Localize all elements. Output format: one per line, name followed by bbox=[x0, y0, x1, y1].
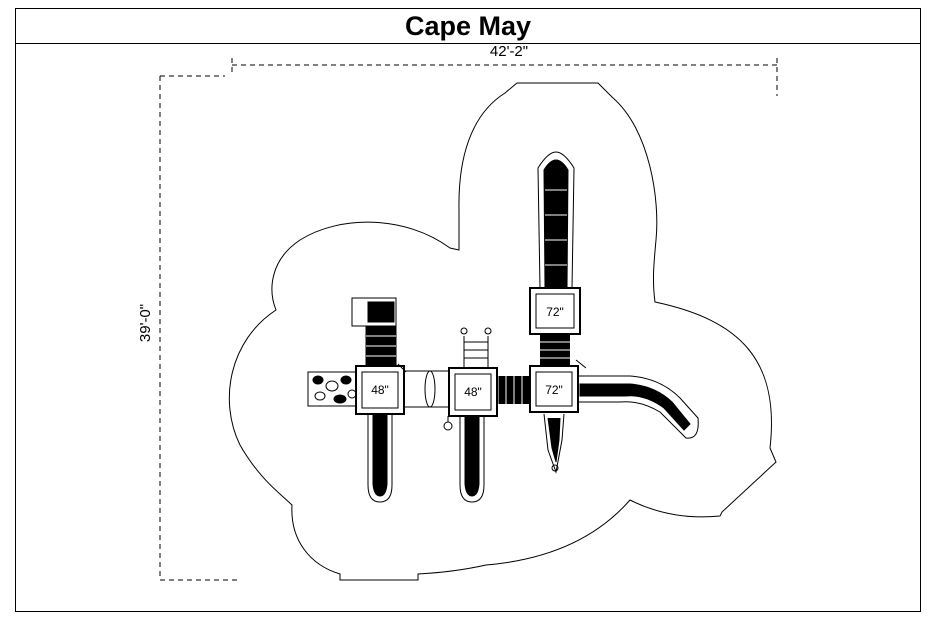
slide-left bbox=[367, 413, 393, 503]
ladder bbox=[460, 327, 492, 368]
deck-3: 72" bbox=[529, 287, 581, 335]
slide-tall bbox=[537, 151, 575, 289]
depth-dimension-label: 39'-0" bbox=[137, 304, 154, 342]
panel-stack bbox=[351, 297, 397, 367]
deck-1: 48" bbox=[355, 365, 405, 415]
hand-hold bbox=[397, 359, 587, 373]
width-dimension bbox=[231, 58, 778, 96]
deck-4-label: 72" bbox=[545, 383, 563, 397]
steering-wheel bbox=[443, 416, 453, 431]
deck-2-label: 48" bbox=[464, 385, 482, 399]
crawl-tube bbox=[399, 370, 457, 408]
depth-dimension bbox=[159, 75, 237, 581]
deck-4: 72" bbox=[529, 365, 579, 413]
title-bar: Cape May bbox=[16, 9, 920, 44]
width-dimension-label: 42'-2" bbox=[490, 43, 528, 60]
deck-stairs bbox=[540, 334, 570, 366]
page-title: Cape May bbox=[404, 10, 532, 41]
deck-1-label: 48" bbox=[371, 383, 389, 397]
deck-3-label: 72" bbox=[546, 305, 564, 319]
spiral-climber bbox=[543, 413, 565, 474]
slide-curved bbox=[577, 375, 699, 439]
slide-middle bbox=[459, 415, 485, 503]
rock-wall bbox=[307, 371, 359, 407]
drawing-frame: Cape May bbox=[15, 8, 921, 612]
use-zone-outline bbox=[228, 82, 777, 581]
deck-2: 48" bbox=[448, 367, 498, 417]
